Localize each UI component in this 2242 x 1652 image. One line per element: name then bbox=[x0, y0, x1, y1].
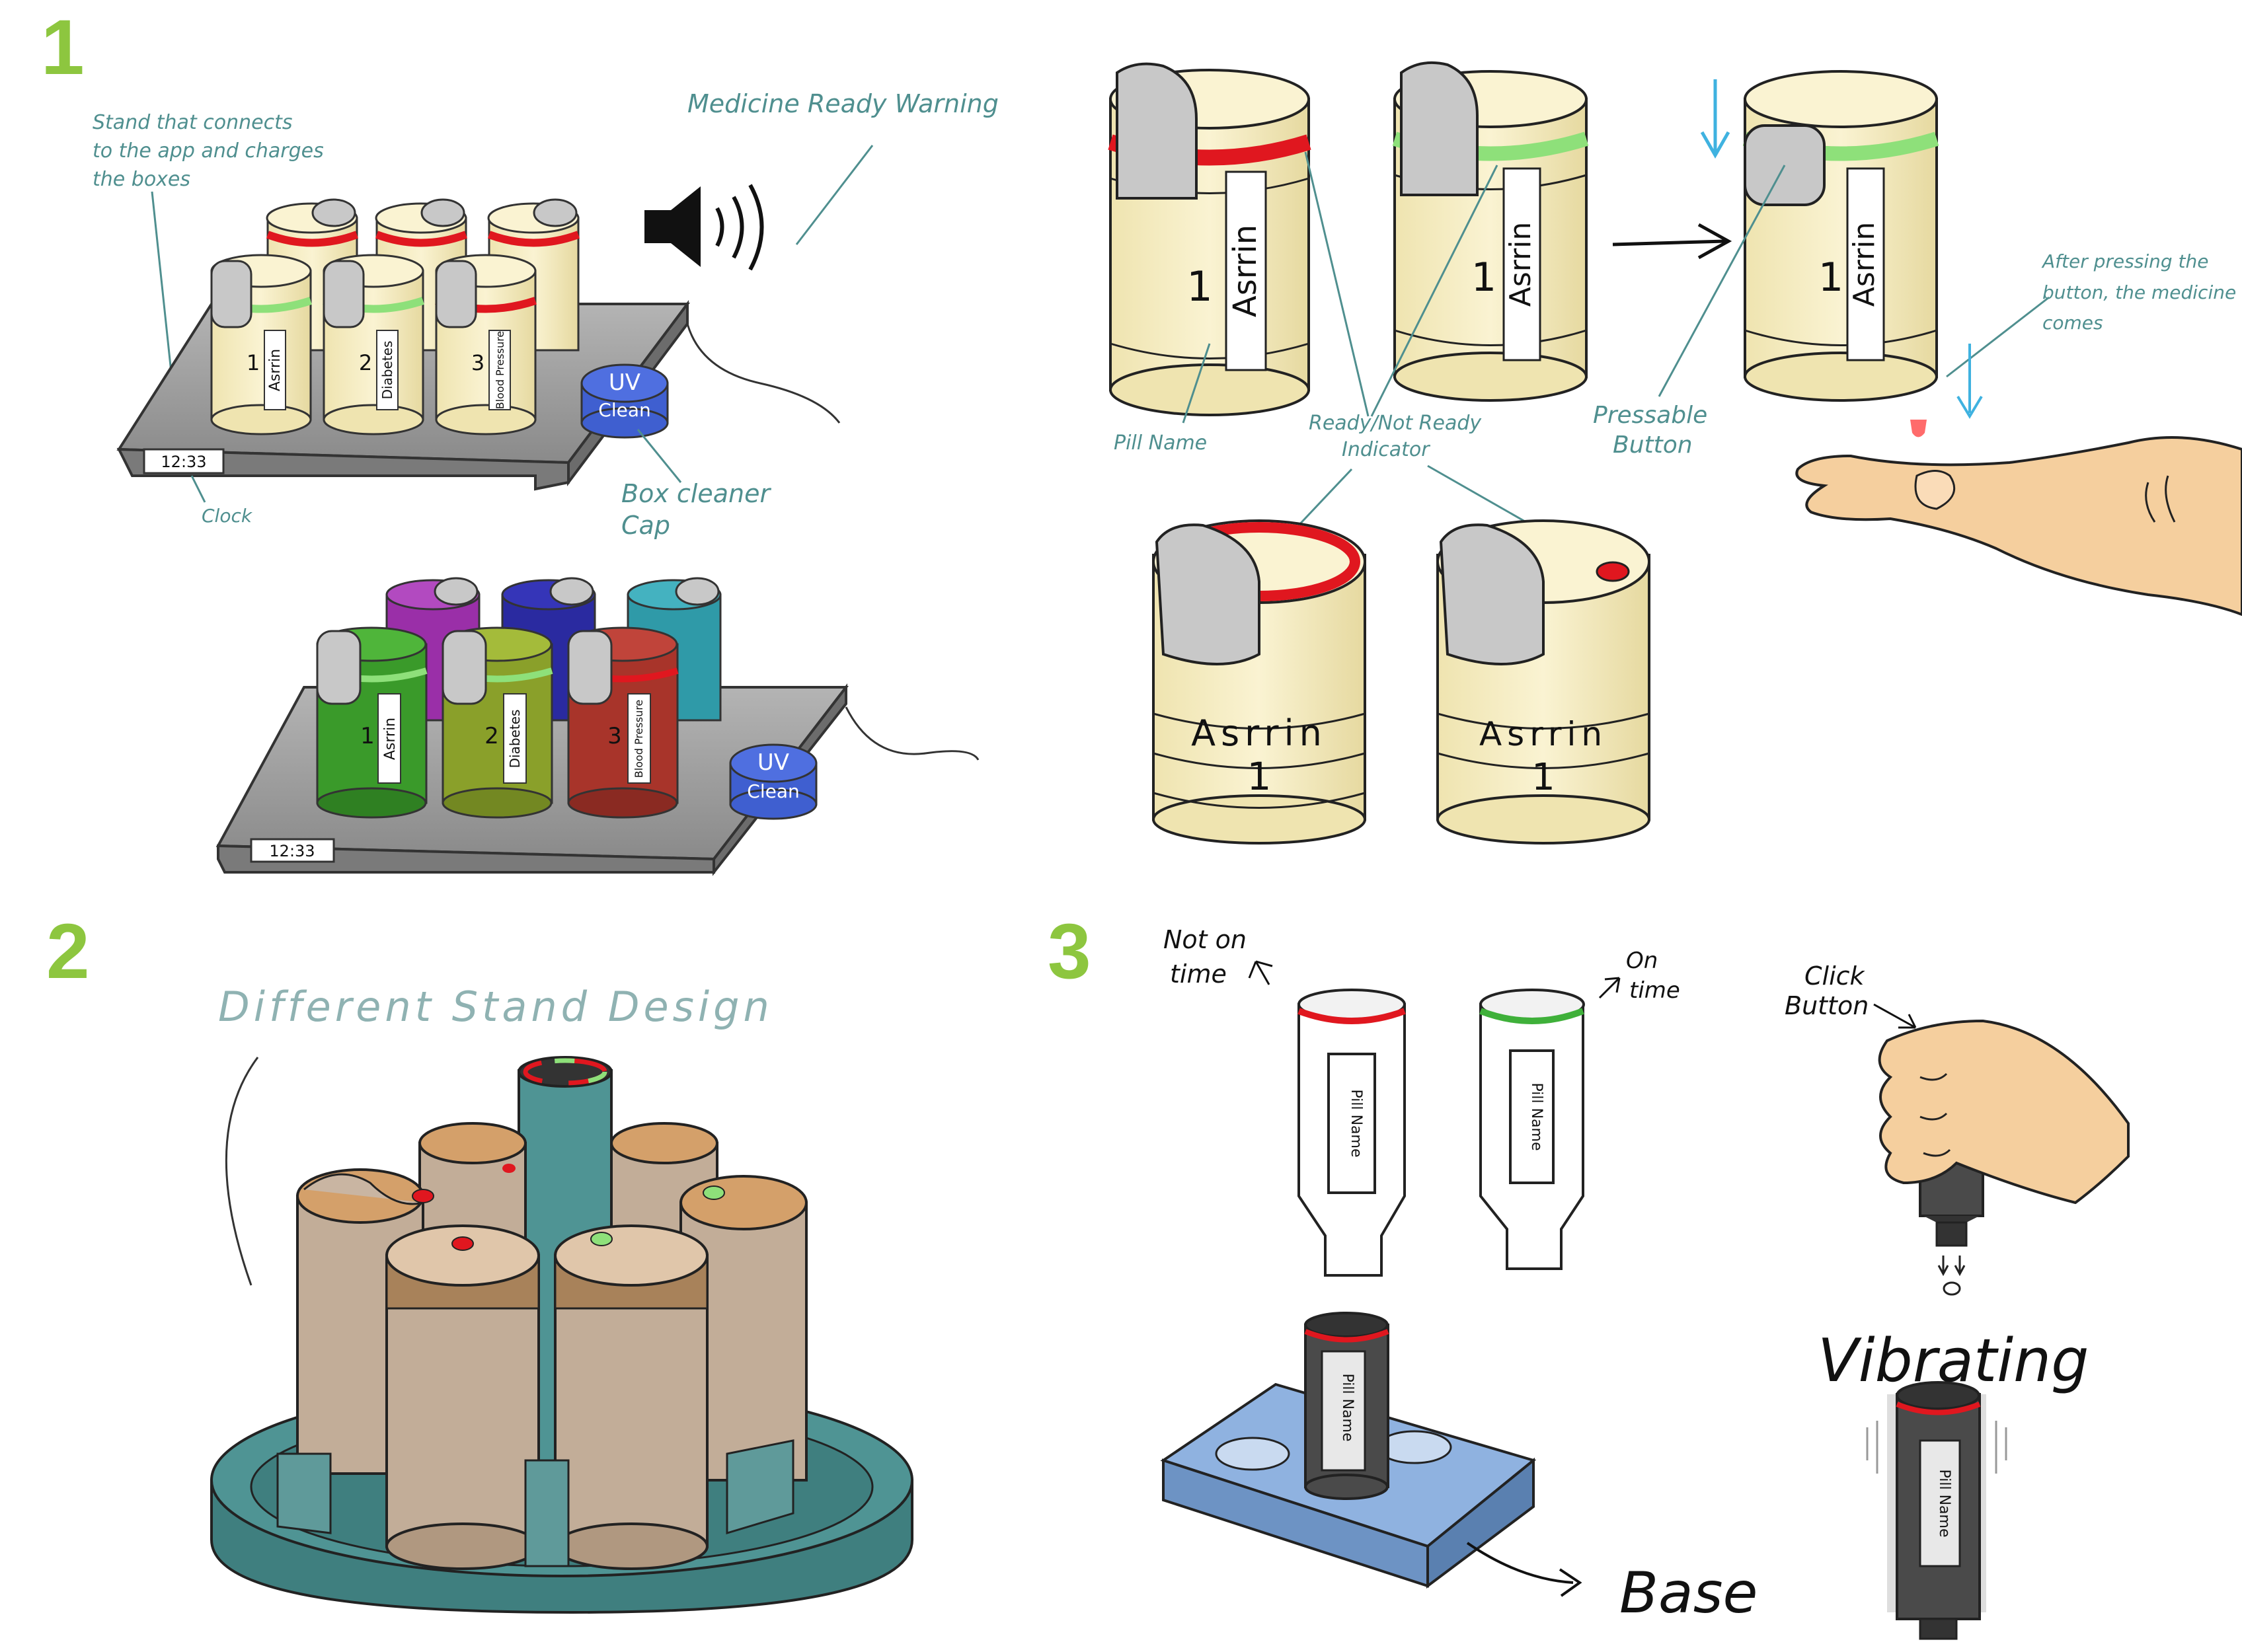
hand-icon bbox=[1795, 436, 2242, 617]
press-arrow-icon bbox=[1700, 79, 1730, 159]
dot-indicator-box: Asrrin 1 bbox=[1436, 519, 1650, 845]
front-box-1-number: 1 bbox=[247, 350, 260, 375]
section-number-1: 1 bbox=[41, 4, 85, 91]
base-arrow bbox=[1466, 1542, 1574, 1584]
hand-holding-tube bbox=[1878, 1019, 2130, 1296]
colored-box-3-number: 3 bbox=[607, 723, 622, 749]
on-time-label: On time bbox=[1626, 948, 1680, 1004]
detail-box-pressed: 1 Asrrin bbox=[1742, 70, 1939, 402]
indicator-leader-1 bbox=[1304, 151, 1370, 417]
detail-box-ready-name: Asrrin bbox=[1504, 222, 1537, 307]
colored-box-2-name: Diabetes bbox=[507, 710, 523, 769]
colored-box-3-name: Blood Pressure bbox=[633, 700, 645, 778]
speaker-icon bbox=[644, 184, 764, 271]
uv-clean-cap-2: UV Clean bbox=[729, 743, 818, 820]
pill-name-label: Pill Name bbox=[1114, 432, 1207, 455]
indicator-leader-2 bbox=[1370, 165, 1498, 417]
clock-leader-line bbox=[190, 475, 206, 503]
uv-label-2: UV bbox=[757, 749, 789, 776]
vibrating-tube: Pill Name bbox=[1866, 1381, 2007, 1640]
tube-not-on-time: Pill Name bbox=[1297, 989, 1406, 1277]
pill-name-text-2: Pill Name bbox=[1528, 1082, 1545, 1150]
round-stand bbox=[210, 1056, 913, 1614]
front-box-3-name: Blood Pressure bbox=[494, 331, 506, 410]
medicine-ready-warning-label: Medicine Ready Warning bbox=[687, 89, 999, 118]
pill-icon bbox=[1910, 420, 1927, 437]
detail-box-name: Asrrin bbox=[1227, 225, 1264, 317]
stand-top: Stand that connects to the app and charg… bbox=[93, 89, 999, 540]
uv-clean-cap: UV Clean bbox=[580, 363, 669, 439]
tube-base: Pill Name bbox=[1160, 1312, 1537, 1589]
front-box-1-name: Asrrin bbox=[267, 349, 284, 391]
colored-box-1-name: Asrrin bbox=[382, 718, 399, 760]
stand-description-label: Stand that connects to the app and charg… bbox=[93, 111, 330, 191]
section-number-2: 2 bbox=[46, 908, 90, 995]
clean-label: Clean bbox=[598, 399, 650, 421]
detail-box-pressed-number: 1 bbox=[1818, 254, 1843, 301]
pressable-button-label: Pressable Button bbox=[1593, 402, 1715, 459]
clock-display-2 bbox=[250, 838, 335, 863]
uv-label: UV bbox=[609, 369, 640, 396]
button-leader bbox=[1658, 165, 1786, 397]
clock-label: Clock bbox=[202, 505, 253, 527]
ring-box-name: Asrrin bbox=[1191, 712, 1327, 754]
dot-box-number: 1 bbox=[1531, 756, 1555, 799]
front-box-3: 3 Blood Pressure bbox=[435, 254, 537, 435]
pill-name-text-base: Pill Name bbox=[1339, 1373, 1356, 1441]
pill-name-text-1: Pill Name bbox=[1348, 1089, 1364, 1157]
not-on-time-label: Not on time bbox=[1163, 925, 1255, 989]
front-box-2-name: Diabetes bbox=[379, 341, 395, 400]
ring-indicator-box: Asrrin 1 bbox=[1152, 519, 1366, 845]
after-pressing-label: After pressing the button, the medicine … bbox=[2041, 250, 2242, 334]
colored-box-2: 2 Diabetes bbox=[442, 626, 553, 819]
front-box-1: 1 Asrrin bbox=[210, 254, 312, 435]
colored-box-2-number: 2 bbox=[484, 723, 499, 749]
detail-box-number: 1 bbox=[1186, 262, 1212, 311]
ring-box-number: 1 bbox=[1247, 754, 1272, 799]
transition-arrow bbox=[1612, 239, 1726, 246]
pill-name-text-vibrating: Pill Name bbox=[1936, 1469, 1952, 1537]
click-button-label: Click Button bbox=[1785, 961, 1873, 1020]
colored-box-1-number: 1 bbox=[360, 723, 375, 749]
clock-display bbox=[143, 448, 225, 474]
cleaner-leader-line bbox=[637, 429, 682, 483]
indicator-label: Ready/Not Ready Indicator bbox=[1309, 412, 1488, 461]
clock-time: 12:33 bbox=[161, 453, 206, 471]
detail-box-pressed-name: Asrrin bbox=[1847, 222, 1881, 307]
tube-on-time: Pill Name bbox=[1479, 989, 1585, 1270]
charging-cable bbox=[686, 323, 841, 424]
clock-time-2: 12:33 bbox=[269, 842, 315, 860]
ring-indicator-leader bbox=[1294, 468, 1353, 530]
stand-colored: 12:33 1 Asrrin 2 D bbox=[215, 577, 980, 876]
different-stand-design-title: Different Stand Design bbox=[218, 983, 773, 1031]
after-leader bbox=[1946, 296, 2050, 378]
box-cleaner-cap-label: Box cleaner Cap bbox=[621, 479, 778, 540]
falling-arrow-icon bbox=[1956, 344, 1983, 419]
dot-box-name: Asrrin bbox=[1479, 715, 1607, 753]
colored-box-1: 1 Asrrin bbox=[316, 626, 428, 819]
warning-leader-line bbox=[795, 145, 874, 245]
clean-label-2: Clean bbox=[747, 780, 799, 802]
front-box-2: 2 Diabetes bbox=[323, 254, 424, 435]
base-label: Base bbox=[1619, 1560, 1758, 1626]
detail-box-not-ready: 1 Asrrin bbox=[1108, 62, 1311, 416]
section-number-3: 3 bbox=[1048, 908, 1091, 995]
detail-box-ready-number: 1 bbox=[1471, 254, 1496, 301]
detail-box-ready: 1 Asrrin bbox=[1392, 61, 1589, 402]
colored-box-3: 3 Blood Pressure bbox=[567, 626, 679, 819]
pill-name-leader bbox=[1182, 343, 1211, 424]
front-box-3-number: 3 bbox=[471, 350, 484, 375]
stand-rotation-arc bbox=[225, 1057, 259, 1286]
front-box-2-number: 2 bbox=[359, 350, 372, 375]
